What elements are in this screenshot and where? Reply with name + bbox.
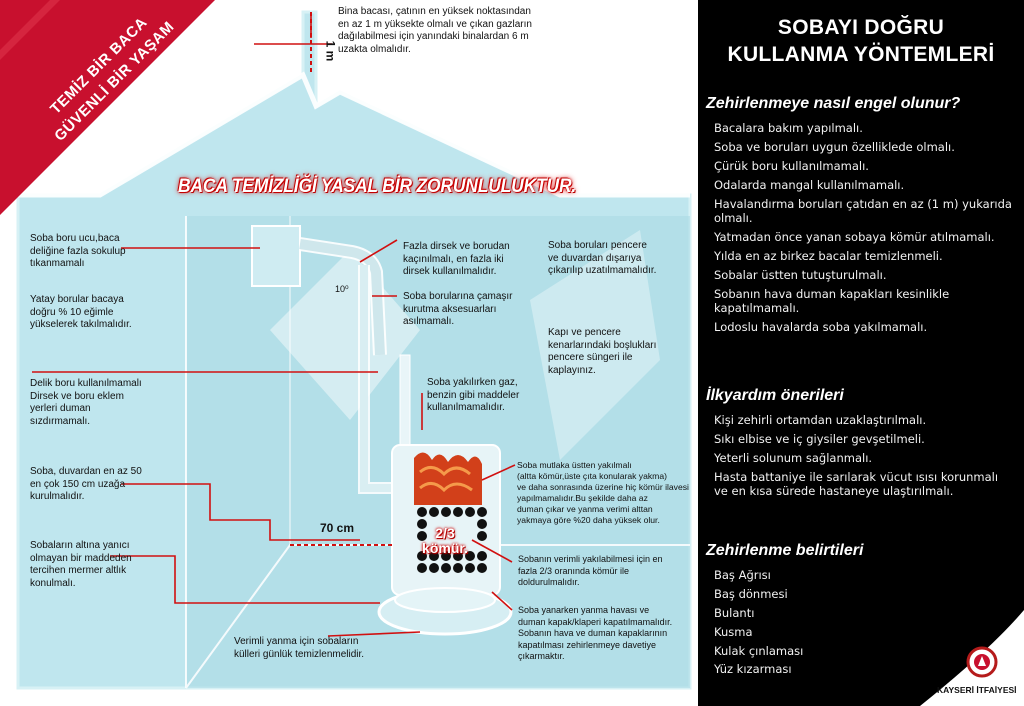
first-aid-list: Kişi zehirli ortamdan uzaklaştırılmalı. …	[714, 413, 1014, 503]
annotation-holed-pipe: Delik boru kullanılmamalı Dirsek ve boru…	[30, 378, 142, 427]
list-item: Baş dönmesi	[714, 586, 788, 601]
list-item: Havalandırma boruları çatıdan en az (1 m…	[714, 196, 1012, 226]
list-item: Yeterli solunum sağlanmalı.	[714, 450, 873, 465]
list-item: Odalarda mangal kullanılmamalı.	[714, 177, 905, 192]
first-aid-heading: İlkyardım önerileri	[706, 387, 844, 404]
annotation-ash-cleaning: Verimli yanma için sobaların külleri gün…	[234, 636, 365, 660]
coal-layer	[417, 507, 487, 573]
panel-title: SOBAYI DOĞRU KULLANMA YÖNTEMLERİ	[727, 16, 995, 66]
list-item: Bacalara bakım yapılmalı.	[714, 121, 863, 135]
wall-distance-label: 70 cm	[320, 521, 355, 535]
list-item: Baş Ağrısı	[714, 568, 771, 582]
annotation-door-gaps: Kapı ve pencere kenarlarındaki boşluklar…	[548, 327, 657, 376]
list-item: Kusma	[714, 624, 753, 639]
list-item: Yatmadan önce yanan sobaya kömür atılmam…	[714, 229, 995, 244]
list-item: Hasta battaniye ile sarılarak vücut ısıs…	[714, 469, 999, 499]
list-item: Sobanın hava duman kapakları kesinlikle …	[714, 286, 950, 316]
annotation-flammables: Soba yakılırken gaz, benzin gibi maddele…	[427, 377, 520, 413]
list-item: Soba ve boruları uygun özelliklede olmal…	[714, 139, 955, 154]
annotation-marble-base: Sobaların altına yanıcı olmayan bir madd…	[30, 540, 132, 589]
annotation-window-pipes: Soba boruları pencere ve duvardan dışarı…	[548, 240, 657, 276]
prevention-list: Bacalara bakım yapılmalı. Soba ve borula…	[714, 121, 1014, 339]
angle-label: 10⁰	[335, 284, 349, 294]
annotation-horizontal-pipes: Yatay borular bacaya doğru % 10 eğimle y…	[30, 294, 132, 330]
coal-fill-label: 2/3 kömür.	[422, 525, 468, 556]
logo-text: KAYSERİ İTFAİYESİ	[937, 685, 1017, 695]
list-item: Lodoslu havalarda soba yakılmamalı.	[714, 320, 928, 335]
headline: BACA TEMİZLİĞİ YASAL BİR ZORUNLULUKTUR.	[178, 176, 577, 197]
annotation-wall-distance: Soba, duvardan en az 50 en çok 150 cm uz…	[30, 466, 142, 502]
prevention-heading: Zehirlenmeye nasıl engel olunur?	[706, 95, 961, 112]
fire-icon	[414, 452, 482, 505]
chimney-hole	[251, 225, 301, 287]
annotation-laundry: Soba borularına çamaşır kurutma aksesuar…	[403, 291, 513, 327]
list-item: Çürük boru kullanılmamalı.	[714, 158, 869, 173]
annotation-fill-ratio: Sobanın verimli yakılabilmesi için en fa…	[518, 554, 663, 587]
symptoms-list: Baş Ağrısı Baş dönmesi Bulantı Kusma Kul…	[714, 568, 1014, 681]
roof-height-label: 1 m	[323, 40, 338, 62]
annotation-elbows: Fazla dirsek ve borudan kaçınılmalı, en …	[403, 241, 510, 277]
safety-panel: SOBAYI DOĞRU KULLANMA YÖNTEMLERİ Zehirle…	[698, 0, 1024, 706]
annotation-air-dampers: Soba yanarken yanma havası ve duman kapa…	[518, 605, 673, 661]
list-item: Sobalar üstten tutuşturulmalı.	[714, 267, 887, 282]
annotation-chimney-top: Bina bacası, çatının en yüksek noktasınd…	[338, 6, 532, 55]
corner-banner	[0, 0, 215, 215]
annotation-pipe-end: Soba boru ucu,baca deliğine fazla sokulu…	[30, 233, 126, 269]
symptoms-heading: Zehirlenme belirtileri	[706, 542, 864, 559]
list-item: Yılda en az birkez bacalar temizlenmeli.	[714, 248, 943, 263]
list-item: Kişi zehirli ortamdan uzaklaştırılmalı.	[714, 413, 927, 427]
list-item: Yüz kızarması	[714, 662, 792, 677]
list-item: Kulak çınlaması	[714, 643, 804, 658]
annotation-light-from-top: Soba mutlaka üstten yakılmalı (altta köm…	[517, 460, 689, 525]
list-item: Bulantı	[714, 605, 755, 620]
list-item: Sıkı elbise ve iç giysiler gevşetilmeli.	[714, 431, 925, 446]
leader-lines	[32, 14, 516, 637]
